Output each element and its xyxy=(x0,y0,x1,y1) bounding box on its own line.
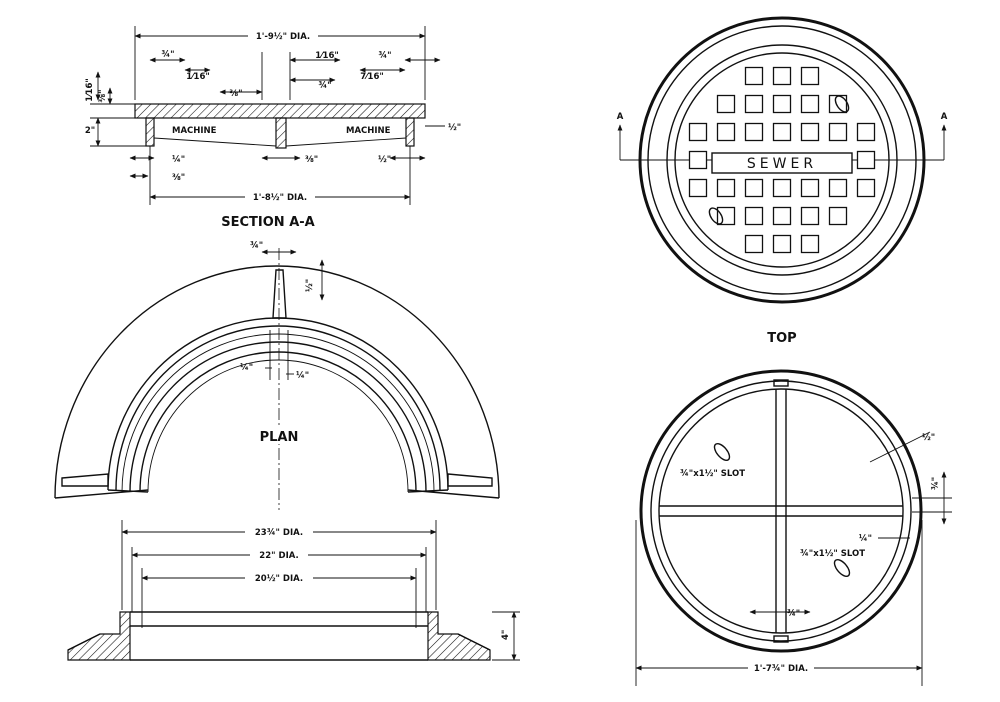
frame-mid-diameter: 22" DIA. xyxy=(259,551,298,561)
grid-opening xyxy=(688,150,708,170)
grid-opening xyxy=(772,234,792,254)
dim-three-eighths-left: ⅜" xyxy=(98,89,108,102)
bottom-view: ¾"x1½" SLOT ¾"x1½" SLOT ½" ¾" ¼" ¾" 1'-7… xyxy=(635,369,952,686)
section-title: SECTION A-A xyxy=(221,215,314,230)
section-bottom-diameter: 1'-8½" DIA. xyxy=(253,192,307,203)
grid-opening xyxy=(828,178,848,198)
grid-opening xyxy=(716,122,736,142)
section-mark-left: A xyxy=(617,112,624,122)
dim-three-eighths-rib: ⅜" xyxy=(305,155,318,165)
grid-opening xyxy=(828,206,848,226)
dim-three-quarter-right: ¾" xyxy=(378,51,391,61)
grid-opening xyxy=(856,150,876,170)
rib-width: ¾" xyxy=(787,609,800,619)
rim-thickness: ½" xyxy=(922,432,935,443)
grid-opening xyxy=(772,66,792,86)
grid-opening xyxy=(800,94,820,114)
dim-one-half-right: ½" xyxy=(448,122,461,133)
plan-dim-right: ½" xyxy=(304,279,315,292)
grid-opening xyxy=(716,206,736,226)
frame-outer-diameter: 23¾" DIA. xyxy=(255,528,303,538)
grid-opening xyxy=(716,178,736,198)
frame-section-view: 23¾" DIA. 22" DIA. 20½" DIA. 4" xyxy=(67,520,520,661)
grid-opening xyxy=(772,122,792,142)
plan-view: ¾" ½" ¼" ¼" PLAN xyxy=(54,241,500,510)
dim-one-quarter-low: ¼" xyxy=(172,154,185,165)
section-top-diameter: 1'-9½" DIA. xyxy=(256,31,310,42)
grid-opening xyxy=(688,178,708,198)
machine-label-right: MACHINE xyxy=(346,126,391,136)
section-a-a-view: 1'-9½" DIA. ¾" 1⁄16" ⅜" 1⁄16" ¾" 7⁄16" ¾… xyxy=(85,26,461,230)
dim-one-sixteenth-left: 1⁄16" xyxy=(186,72,210,82)
grid-opening xyxy=(828,122,848,142)
grid-opening xyxy=(716,94,736,114)
slot-label-right: ¾"x1½" SLOT xyxy=(800,548,865,559)
dim-two-inch: 2" xyxy=(85,126,95,136)
grid-opening xyxy=(800,178,820,198)
plan-dim-right-low: ¼" xyxy=(296,370,309,381)
dim-one-sixteenth-mid: 1⁄16" xyxy=(315,51,339,61)
grid-opening xyxy=(856,122,876,142)
frame-height: 4" xyxy=(501,630,511,640)
sewer-label: SEWER xyxy=(747,156,817,172)
dim-one-half-low: ½" xyxy=(378,154,391,165)
section-mark-right: A xyxy=(941,112,948,122)
grid-opening xyxy=(744,66,764,86)
grid-opening xyxy=(744,206,764,226)
plan-title: PLAN xyxy=(260,430,299,445)
grid-opening xyxy=(744,234,764,254)
grid-opening xyxy=(688,122,708,142)
top-grid-pattern xyxy=(688,66,876,254)
grid-opening xyxy=(800,122,820,142)
plan-dim-left-low: ¼" xyxy=(240,362,253,373)
grid-opening xyxy=(772,178,792,198)
dim-three-quarter-left: ¾" xyxy=(161,50,174,60)
frame-inner-diameter: 20½" DIA. xyxy=(255,573,303,584)
grid-opening xyxy=(772,94,792,114)
grid-opening xyxy=(744,178,764,198)
rim-height: ¾" xyxy=(931,477,941,490)
top-view: A A SEWER TOP xyxy=(617,16,948,346)
grid-opening xyxy=(800,206,820,226)
machine-label-left: MACHINE xyxy=(172,126,217,136)
dim-seven-sixteenths: 7⁄16" xyxy=(360,72,384,82)
grid-opening xyxy=(800,234,820,254)
dim-height-left: 1⁄16" xyxy=(85,78,95,102)
slot-label-left: ¾"x1½" SLOT xyxy=(680,468,745,479)
bottom-diameter: 1'-7¾" DIA. xyxy=(754,664,808,674)
dim-three-eighths-low: ⅜" xyxy=(172,173,185,183)
grid-opening xyxy=(772,206,792,226)
dim-three-quarter-mid: ¾" xyxy=(318,81,331,91)
top-title: TOP xyxy=(767,331,796,346)
grid-opening xyxy=(856,178,876,198)
rim-side: ¼" xyxy=(859,533,872,544)
plan-dim-top: ¾" xyxy=(250,241,263,251)
grid-opening xyxy=(744,94,764,114)
grid-opening xyxy=(800,66,820,86)
grid-opening xyxy=(744,122,764,142)
dim-three-eighths-mid: ⅜" xyxy=(229,89,242,99)
